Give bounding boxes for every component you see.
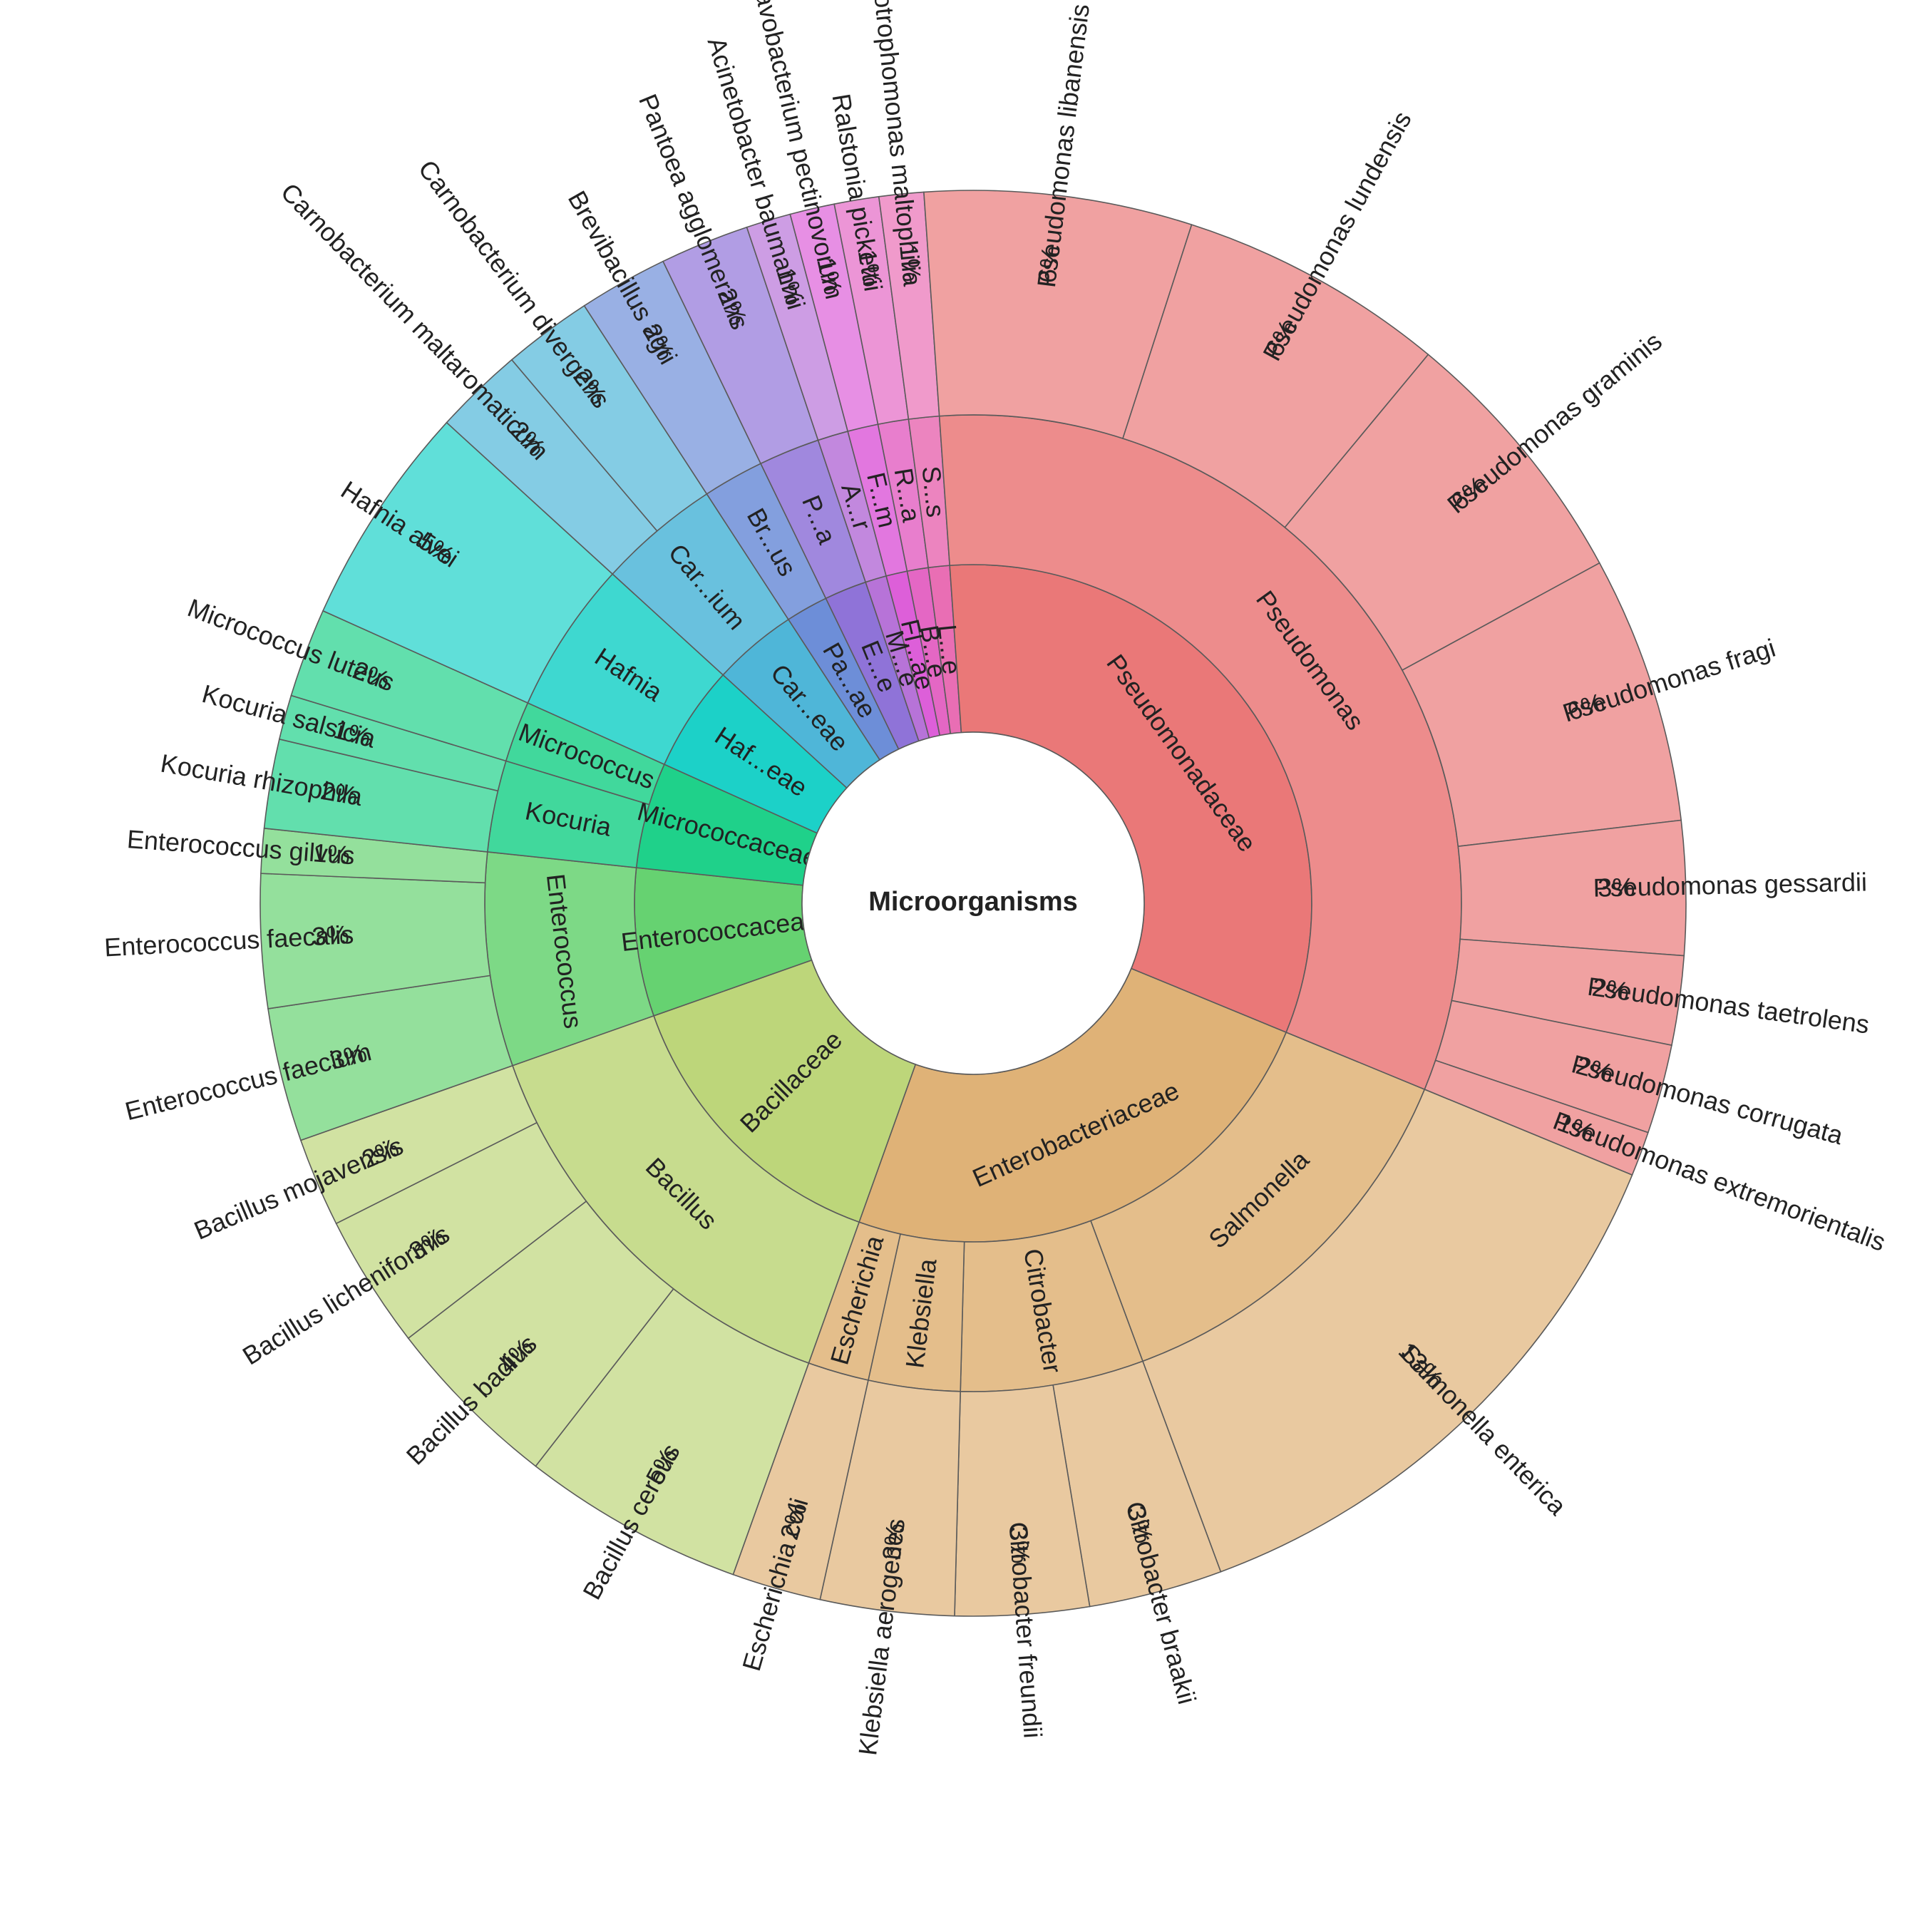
genus-ring [484,414,1462,1392]
species-pct-enterococcus-gilvus: 1% [312,838,351,870]
species-pct-citrobacter-freundii: 3% [1004,1526,1035,1565]
species-pct-enterococcus-faecalis: 3% [312,920,350,951]
species-pct-klebsiella-aerogenes: 3% [876,1521,910,1562]
species-segment-pseudomonas-extremorientalis [1424,1059,1649,1176]
family-ring [634,564,1312,1243]
center-hole [801,731,1145,1075]
species-pct-kocuria-rhizophila: 2% [319,776,360,811]
species-pct-pseudomonas-gessardii: 3% [1598,872,1635,902]
species-pct-ralstonia-pickettii: 1% [853,247,888,289]
species-segment-salmonella-enterica [1141,1088,1633,1573]
species-name-carnobacterium-maltaromaticum: Carnobacterium maltaromaticum [275,178,555,466]
center-title: Microorganisms [868,887,1078,917]
species-pct-pseudomonas-libanensis: 6% [1032,244,1066,284]
species-ring [259,190,1687,1617]
species-pct-pseudomonas-taetrolens: 2% [1590,972,1631,1007]
species-name-pseudomonas-gessardii: Pseudomonas gessardii [1593,867,1867,902]
genus-label-stenotrophomonas: S...s [917,465,951,519]
family-label-lysobacteraceae: L...e [932,623,967,676]
species-pct-stenotrophomonas-maltophilia: 1% [894,243,927,283]
